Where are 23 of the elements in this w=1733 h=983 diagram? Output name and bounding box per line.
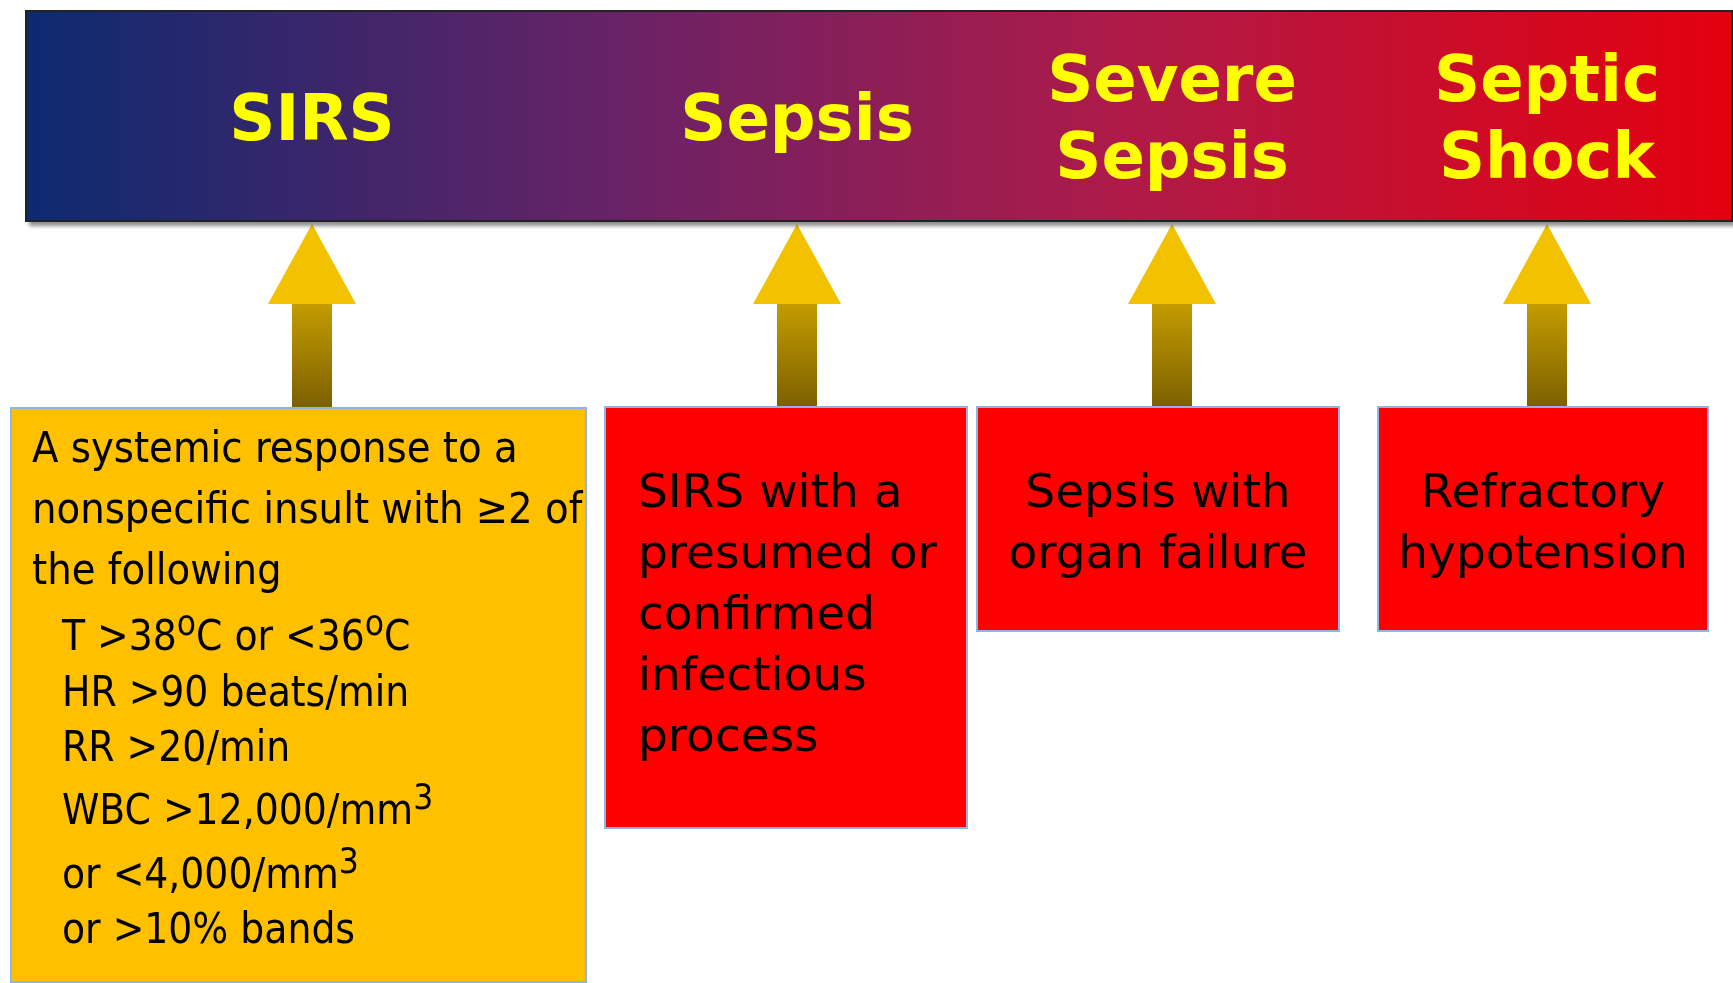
criterion-text: HR >90 beats/min	[61, 665, 411, 718]
definition-text: Refractory hypotension	[1397, 462, 1689, 582]
definition-box	[10, 407, 587, 983]
block-arrow	[753, 224, 841, 406]
title-band	[25, 10, 1733, 222]
block-arrow	[1128, 224, 1216, 406]
criterion-text: T >38$^{o}$C or <36$^{o}$C	[61, 602, 412, 663]
definition-box	[976, 406, 1340, 632]
criterion-text: or <4,000/mm$^{3}$	[61, 839, 360, 900]
criterion-text: or >10% bands	[61, 903, 357, 956]
block-arrow	[268, 224, 356, 407]
definition-text: Sepsis with organ failure	[1007, 462, 1309, 582]
stage-heading: Sepsis	[680, 79, 914, 157]
stage-heading: Severe Sepsis	[1046, 41, 1298, 195]
definition-text: A systemic response to a nonspecific insult with ≥2 of the following	[32, 421, 584, 597]
definition-text: SIRS with a presumed or confirmed infectious process	[638, 462, 938, 765]
definition-box	[604, 406, 968, 829]
block-arrow	[1503, 224, 1591, 406]
criterion-text: RR >20/min	[61, 721, 292, 773]
stage-heading: SIRS	[229, 79, 395, 157]
criterion-text: WBC >12,000/mm$^{3}$	[61, 776, 435, 837]
definition-box	[1377, 406, 1709, 632]
stage-heading: Septic Shock	[1433, 41, 1661, 195]
